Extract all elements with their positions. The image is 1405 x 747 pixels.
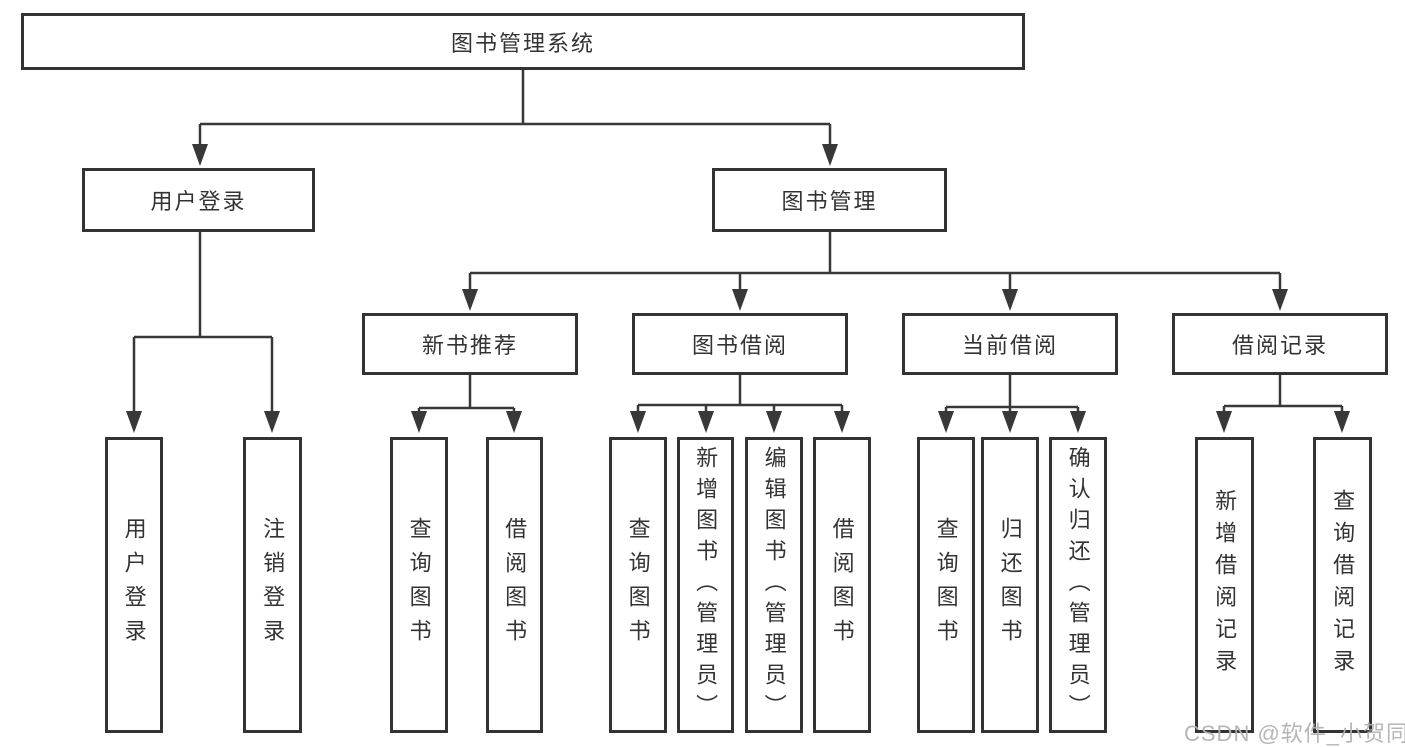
arrowhead-icon	[822, 144, 838, 166]
arrowhead-icon	[126, 411, 142, 433]
node-query-book-current: 查询图书	[917, 437, 975, 733]
connector-line	[417, 375, 516, 413]
node-label: 新书推荐	[421, 333, 518, 358]
node-query-book-borrow: 查询图书	[609, 437, 667, 733]
node-current-borrowing: 当前借阅	[902, 313, 1118, 375]
node-label: 借阅图书	[829, 517, 855, 653]
arrowhead-icon	[411, 411, 427, 433]
node-borrow-book: 借阅图书	[813, 437, 871, 733]
node-label: 用户登录	[150, 189, 247, 214]
arrowhead-icon	[732, 289, 748, 311]
arrowhead-icon	[192, 144, 208, 166]
arrowhead-icon	[938, 411, 954, 433]
connector-line	[198, 70, 832, 148]
arrowhead-icon	[1002, 289, 1018, 311]
connector-line	[944, 375, 1080, 413]
arrowhead-icon	[1334, 411, 1350, 433]
connector-line	[468, 232, 1282, 291]
node-user-login-group: 用户登录	[82, 168, 315, 232]
connector-line	[132, 232, 274, 413]
node-logout-login: 注销登录	[243, 437, 302, 733]
node-book-borrowing: 图书借阅	[632, 313, 848, 375]
node-label: 新增借阅记录	[1212, 489, 1238, 681]
edges-book-borrowing	[630, 375, 850, 433]
node-query-book-recommend: 查询图书	[390, 437, 448, 733]
arrowhead-icon	[698, 411, 714, 433]
connector-line	[636, 375, 844, 413]
edges-borrowing-records	[1216, 375, 1350, 433]
node-label: 查询图书	[406, 517, 432, 653]
arrowhead-icon	[264, 411, 280, 433]
node-label: 当前借阅	[961, 333, 1058, 358]
node-add-book-admin: 新增图书（管理员）	[677, 437, 734, 733]
arrowhead-icon	[1216, 411, 1232, 433]
node-add-borrow-record: 新增借阅记录	[1195, 437, 1254, 733]
node-label: 借阅记录	[1231, 333, 1328, 358]
node-label: 归还图书	[997, 517, 1023, 653]
arrowhead-icon	[766, 411, 782, 433]
edges-user-login	[126, 232, 280, 433]
node-confirm-return-admin: 确认归还（管理员）	[1049, 437, 1107, 733]
node-label: 查询图书	[625, 517, 651, 653]
connector-line	[1222, 375, 1344, 413]
node-label: 确认归还（管理员）	[1065, 446, 1091, 725]
node-label: 用户登录	[121, 517, 147, 653]
node-query-borrow-record: 查询借阅记录	[1313, 437, 1372, 733]
edges-new-book-recommendation	[411, 375, 522, 433]
node-new-book-recommendation: 新书推荐	[362, 313, 578, 375]
arrowhead-icon	[462, 289, 478, 311]
arrowhead-icon	[1272, 289, 1288, 311]
node-label: 注销登录	[260, 517, 286, 653]
arrowhead-icon	[506, 411, 522, 433]
node-label: 新增图书（管理员）	[693, 446, 719, 725]
node-root: 图书管理系统	[21, 13, 1025, 70]
node-return-book: 归还图书	[981, 437, 1039, 733]
csdn-watermark: CSDN @软件_小贺同学	[1184, 721, 1405, 746]
node-user-login: 用户登录	[105, 437, 163, 733]
arrowhead-icon	[1002, 411, 1018, 433]
node-label: 图书管理系统	[450, 30, 595, 56]
node-label: 查询借阅记录	[1330, 489, 1356, 681]
node-edit-book-admin: 编辑图书（管理员）	[745, 437, 803, 733]
edges-root	[192, 70, 838, 166]
arrowhead-icon	[630, 411, 646, 433]
edges-current-borrowing	[938, 375, 1086, 433]
node-borrowing-records: 借阅记录	[1172, 313, 1388, 375]
node-label: 借阅图书	[502, 517, 528, 653]
node-label: 查询图书	[933, 517, 959, 653]
node-label: 图书管理	[781, 189, 878, 214]
node-book-management: 图书管理	[712, 168, 947, 232]
node-label: 编辑图书（管理员）	[761, 446, 787, 725]
arrowhead-icon	[834, 411, 850, 433]
node-label: 图书借阅	[691, 333, 788, 358]
edges-book-management	[462, 232, 1288, 311]
node-borrow-book-recommend: 借阅图书	[486, 437, 543, 733]
arrowhead-icon	[1070, 411, 1086, 433]
